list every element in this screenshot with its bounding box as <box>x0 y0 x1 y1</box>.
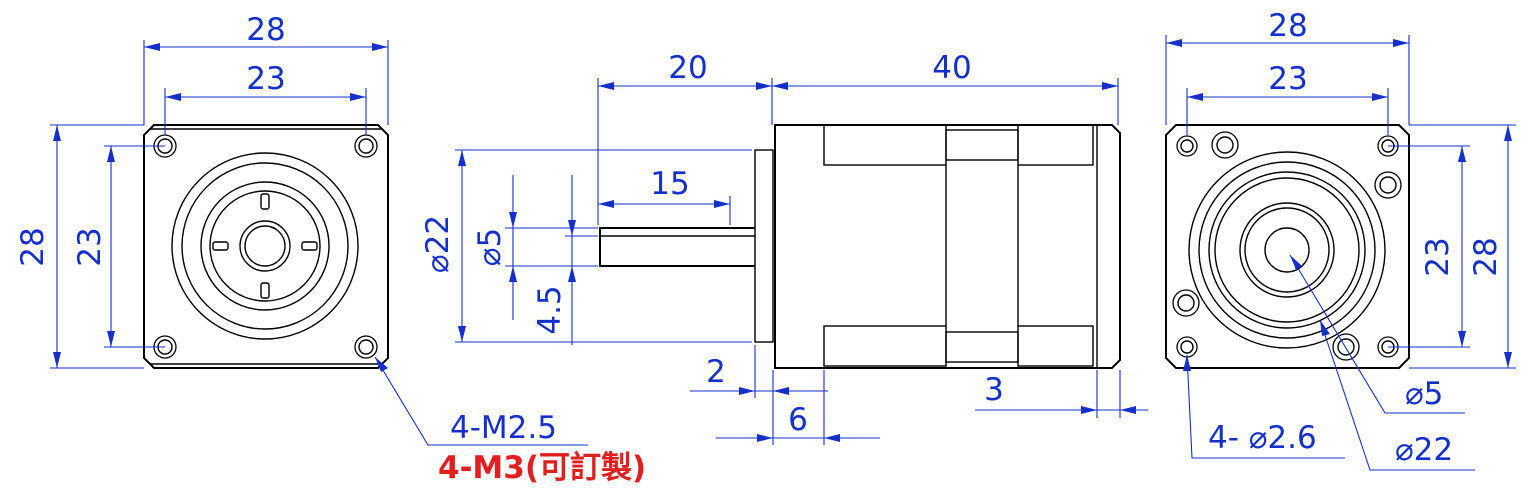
side-bracket-bottom-left <box>823 325 947 367</box>
rear-view: 28 23 23 28 4- ⌀2.6 ⌀5 ⌀22 <box>1165 8 1516 471</box>
front-mount-hole-br <box>354 335 378 359</box>
rear-aux-hole-2 <box>1374 171 1402 199</box>
front-hub-outer <box>200 181 330 311</box>
front-flange-outline <box>143 124 389 369</box>
front-dim-top-outer: 28 <box>246 12 285 48</box>
rear-boss-outer <box>1188 151 1386 349</box>
rear-hub-outer <box>1239 202 1335 298</box>
side-dim-flat-depth: 4.5 <box>532 285 568 334</box>
front-shaft-bore <box>244 225 286 267</box>
side-view: 20 40 15 ⌀22 ⌀5 4.5 2 <box>420 50 1148 445</box>
front-dim-left-inner: 23 <box>72 227 108 266</box>
rear-boss-ring2 <box>1208 171 1366 329</box>
front-hub-inner <box>209 190 321 302</box>
rear-aux-hole-3 <box>1172 289 1200 317</box>
side-bracket-top-right <box>1017 124 1094 166</box>
front-mount-hole-tr <box>354 134 378 158</box>
front-callout-thread: 4-M2.5 <box>450 410 557 446</box>
rear-boss-ring1 <box>1198 161 1376 339</box>
side-shaft <box>599 227 755 267</box>
rear-aux-hole-4 <box>1332 333 1360 361</box>
side-dim-flat-length: 15 <box>650 166 689 202</box>
rear-mount-hole-tl <box>1176 135 1198 157</box>
side-dim-shaft-dia: ⌀5 <box>472 228 508 266</box>
side-dim-rear: 3 <box>984 372 1004 408</box>
rear-dim-top-inner: 23 <box>1268 61 1307 97</box>
rear-callout-holes: 4- ⌀2.6 <box>1208 420 1317 456</box>
front-slot-right <box>301 241 318 251</box>
side-dim-shaft-length: 20 <box>668 50 707 86</box>
front-callout-thread-alt: 4-M3(可訂製) <box>438 450 646 486</box>
front-slot-bottom <box>260 282 270 299</box>
side-dim-flange-dia: ⌀22 <box>420 215 456 273</box>
side-pilot <box>754 149 774 343</box>
rear-callout-boss: ⌀22 <box>1395 432 1453 468</box>
front-view: 28 23 28 23 4-M2.5 4-M3(可訂製) <box>15 12 646 486</box>
side-bracket-top-left <box>823 124 947 166</box>
front-dim-top-inner: 23 <box>246 61 285 97</box>
rear-callout-shaft: ⌀5 <box>1405 376 1443 412</box>
front-slot-left <box>212 241 229 251</box>
side-dim-pilot: 2 <box>706 354 726 390</box>
rear-aux-hole-1 <box>1211 131 1239 159</box>
side-body-outline <box>774 124 1121 369</box>
rear-flange-outline <box>1165 124 1410 369</box>
rear-hub-inner <box>1244 207 1330 293</box>
rear-dim-right-inner: 23 <box>1420 237 1456 276</box>
rear-shaft <box>1264 227 1310 273</box>
side-bracket-bottom-mid <box>945 331 1019 363</box>
front-boss-outer <box>171 152 359 340</box>
rear-boss-ring3 <box>1214 177 1360 323</box>
front-shaft-bore-outer <box>239 220 291 272</box>
rear-dim-top-outer: 28 <box>1268 8 1307 44</box>
front-boss-ring <box>181 162 349 330</box>
side-dim-step: 6 <box>788 402 808 438</box>
rear-mount-hole-bl <box>1176 336 1198 358</box>
front-dim-left-outer: 28 <box>15 227 51 266</box>
rear-dim-right-outer: 28 <box>1468 237 1504 276</box>
side-bracket-bottom-right <box>1017 325 1094 367</box>
side-dim-body-length: 40 <box>932 50 971 86</box>
front-slot-top <box>260 193 270 210</box>
side-bracket-top-mid <box>945 129 1019 161</box>
